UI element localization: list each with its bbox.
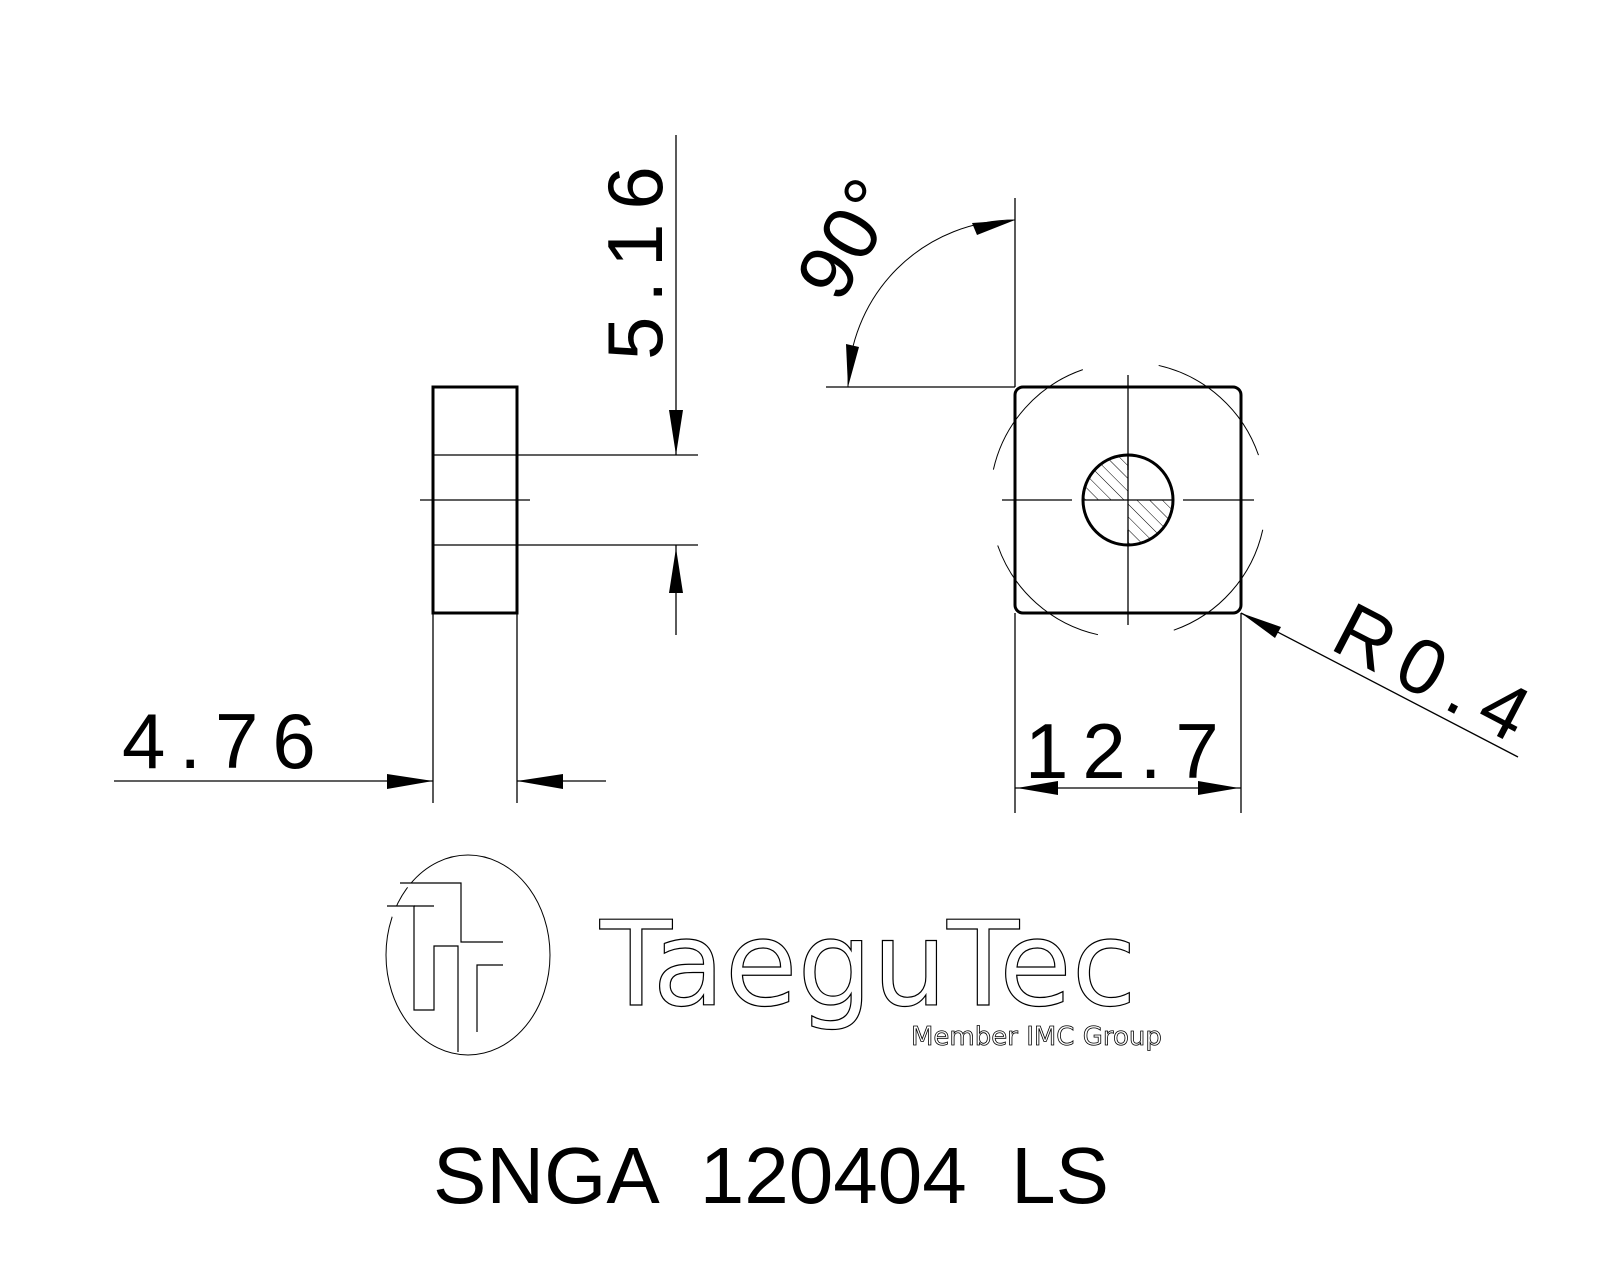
arrow-right-icon [387, 774, 433, 789]
top-view: 90° 12.7 R0.4 [779, 162, 1557, 813]
arrow-angle-top-icon [972, 220, 1015, 235]
arrow-left-icon [517, 774, 563, 789]
side-view: 4.76 5.16 [114, 135, 698, 803]
arrow-radius-icon [1241, 613, 1281, 638]
arrow-down-icon [669, 410, 683, 455]
part-designation: SNGA 120404 LS [433, 1131, 1109, 1220]
arrow-left-icon [1017, 781, 1058, 795]
taegutec-logo: TaeguTec Member IMC Group [385, 854, 1162, 1056]
hole-height-label: 5.16 [591, 152, 679, 360]
brand-name: TaeguTec [599, 895, 1137, 1033]
thickness-label: 4.76 [122, 697, 330, 785]
arrow-angle-left-icon [846, 344, 859, 387]
arrow-up-icon [669, 548, 683, 593]
corner-radius-label: R0.4 [1320, 585, 1556, 765]
radius-leader-line [1240, 612, 1519, 758]
brand-tagline: Member IMC Group [911, 1022, 1162, 1052]
arrow-right-icon [1198, 781, 1239, 795]
center-hole [1081, 453, 1175, 547]
angle-label: 90° [779, 162, 917, 313]
width-label: 12.7 [1025, 707, 1233, 795]
